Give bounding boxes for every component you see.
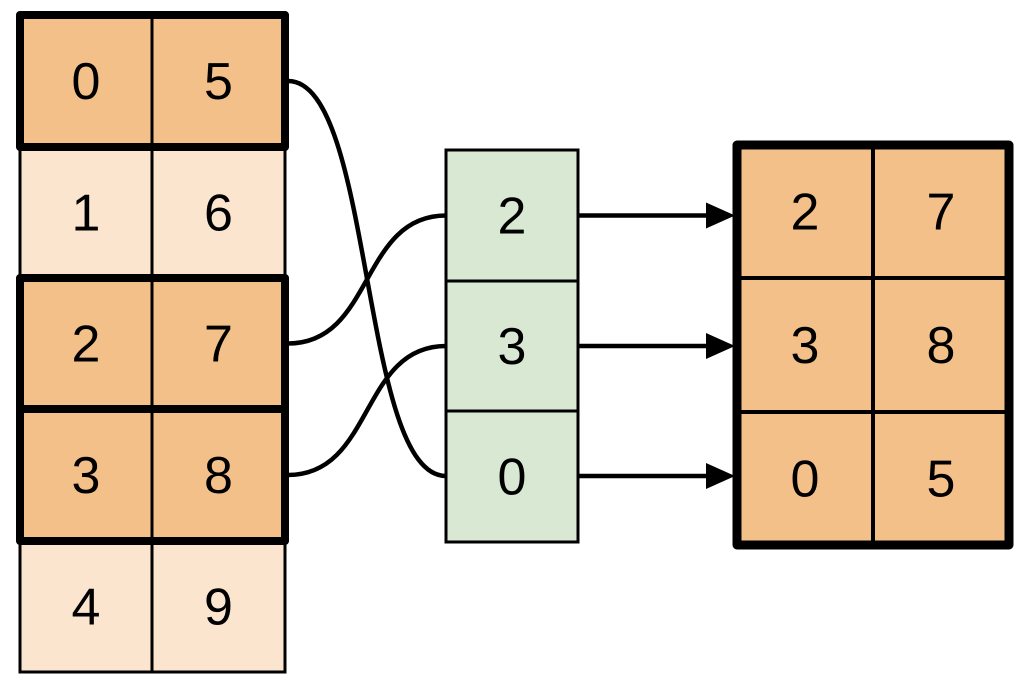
source-value-r4c0: 4 bbox=[72, 579, 101, 637]
source-value-r2c1: 7 bbox=[204, 316, 233, 374]
result-value-r2c0: 0 bbox=[791, 451, 820, 509]
source-value-r1c0: 1 bbox=[72, 185, 101, 243]
source-cell-r0c1 bbox=[150, 13, 287, 149]
source-cell-r4c1 bbox=[150, 539, 287, 674]
index-value-0: 2 bbox=[498, 188, 527, 246]
source-cell-r0c0 bbox=[18, 13, 154, 149]
result-value-r2c1: 5 bbox=[927, 451, 956, 509]
source-table: 0 5 1 6 2 7 3 8 4 9 bbox=[16, 11, 289, 674]
source-value-r4c1: 9 bbox=[204, 579, 233, 637]
connector-curves bbox=[285, 78, 449, 479]
source-row-0-highlight-outline bbox=[16, 11, 289, 151]
result-cell-r1c1 bbox=[871, 276, 1011, 414]
source-value-r3c0: 3 bbox=[72, 447, 101, 505]
source-value-r0c0: 0 bbox=[72, 53, 101, 111]
arrowhead-icon-2 bbox=[706, 463, 735, 489]
source-value-r0c1: 5 bbox=[204, 53, 233, 111]
arrowhead-icon-1 bbox=[706, 333, 735, 359]
source-value-r2c0: 2 bbox=[72, 316, 101, 374]
index-value-2: 0 bbox=[498, 449, 527, 507]
curve-source-row-2-to-index-2 bbox=[285, 213, 449, 346]
arrows bbox=[578, 202, 735, 489]
source-row-3-highlight-outline bbox=[16, 405, 289, 545]
curve-source-row-3-to-index-3 bbox=[285, 343, 449, 478]
source-cell-r4c0 bbox=[18, 539, 154, 674]
result-value-r0c0: 2 bbox=[791, 184, 820, 242]
result-cell-r1c0 bbox=[735, 276, 875, 414]
index-column: 2 3 0 bbox=[444, 148, 580, 544]
source-value-r3c1: 8 bbox=[204, 447, 233, 505]
result-table-outline bbox=[732, 140, 1014, 550]
source-value-r1c1: 6 bbox=[204, 185, 233, 243]
result-table: 2 7 3 8 0 5 bbox=[732, 140, 1014, 550]
index-value-1: 3 bbox=[498, 318, 527, 376]
index-cell-2 bbox=[444, 409, 580, 544]
source-cell-r3c1 bbox=[150, 407, 287, 543]
arrowhead-icon-0 bbox=[706, 202, 735, 229]
source-cell-r2c1 bbox=[150, 276, 287, 411]
result-value-r1c1: 8 bbox=[927, 317, 956, 375]
result-cell-r2c1 bbox=[871, 410, 1011, 547]
source-cell-r1c1 bbox=[150, 145, 287, 280]
result-value-r1c0: 3 bbox=[791, 317, 820, 375]
index-cell-0 bbox=[444, 148, 580, 283]
result-cell-r2c0 bbox=[735, 410, 875, 547]
result-value-r0c1: 7 bbox=[927, 184, 956, 242]
